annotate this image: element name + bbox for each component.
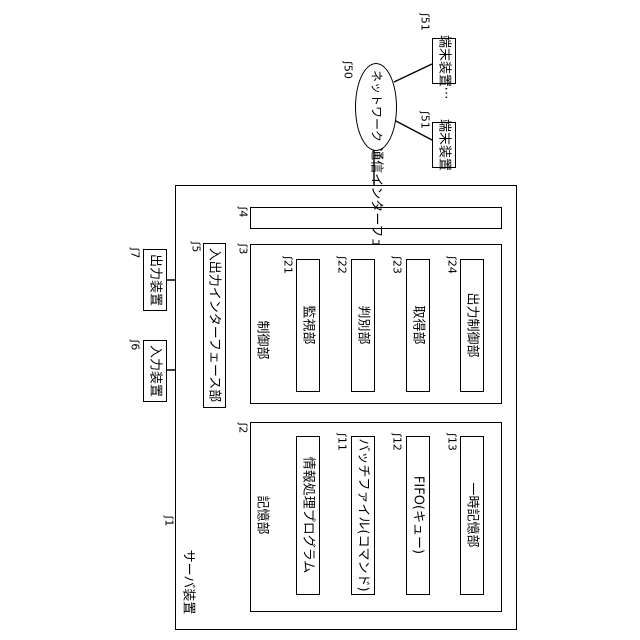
monitor-unit-ref: ʃ21 — [283, 256, 294, 274]
discrimination-unit-ref: ʃ22 — [337, 256, 348, 274]
storage-ref: ʃ2 — [238, 423, 249, 434]
network-ref: ʃ50 — [343, 61, 354, 79]
output-control-unit-label: 出力制御部 — [466, 292, 479, 357]
control-label: 制御部 — [256, 320, 269, 359]
batch-file-label: バッチファイル(コマンド) — [357, 438, 370, 591]
acquisition-unit-ref: ʃ23 — [392, 256, 403, 274]
server-ref: ʃ1 — [164, 516, 175, 527]
output-device-label: 出力装置 — [149, 254, 162, 306]
terminal-bottom-ref: ʃ51 — [420, 111, 431, 129]
monitor-unit-label: 監視部 — [302, 305, 315, 344]
program-label: 情報処理プログラム — [302, 457, 315, 574]
terminal-ellipsis: … — [443, 87, 456, 100]
network-label: ネットワーク — [370, 70, 383, 142]
comm-interface-ref: ʃ4 — [238, 207, 249, 218]
output-device-ref: ʃ7 — [130, 248, 141, 259]
temp-storage-label: 一時記憶部 — [466, 482, 479, 547]
terminal-top-label: 端末装置 — [438, 35, 451, 87]
input-device-label: 入力装置 — [149, 345, 162, 397]
control-ref: ʃ3 — [238, 244, 249, 255]
storage-label: 記憶部 — [256, 495, 269, 534]
terminal-bottom-label: 端末装置 — [438, 119, 451, 171]
acquisition-unit-label: 取得部 — [412, 305, 425, 344]
discrimination-unit-label: 判別部 — [357, 305, 370, 344]
io-interface-label: 入出力インターフェース部 — [208, 248, 221, 403]
fifo-label: FIFO(キュー) — [412, 476, 425, 554]
server-label: サーバ装置 — [182, 550, 195, 615]
output-control-unit-ref: ʃ24 — [447, 256, 458, 274]
io-interface-ref: ʃ5 — [191, 242, 202, 253]
fifo-ref: ʃ12 — [392, 433, 403, 451]
batch-file-ref: ʃ11 — [337, 433, 348, 451]
temp-storage-ref: ʃ13 — [447, 433, 458, 451]
input-device-ref: ʃ6 — [130, 340, 141, 351]
terminal-top-ref: ʃ51 — [420, 13, 431, 31]
network-terminal-top-line — [394, 64, 432, 82]
